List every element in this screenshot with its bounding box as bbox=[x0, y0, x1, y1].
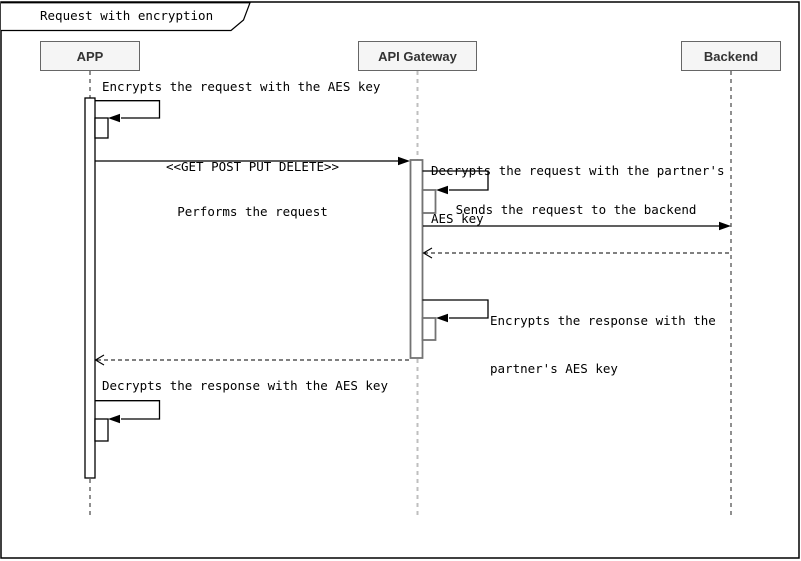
frame-title: Request with encryption bbox=[40, 8, 214, 23]
message-label-performs-request-line1: <<GET POST PUT DELETE>> bbox=[165, 159, 340, 174]
activation-bar-gateway-self-1 bbox=[421, 189, 437, 214]
self-message-line-decrypt-response bbox=[95, 400, 161, 420]
activation-bar-gateway-main bbox=[409, 159, 424, 359]
message-label-encrypt-response: Encrypts the response with the partner's… bbox=[490, 281, 716, 409]
frame-title-tab bbox=[1, 2, 251, 32]
open-arrowhead-backend-response bbox=[422, 247, 433, 259]
message-label-send-to-backend: Sends the request to the backend bbox=[455, 202, 697, 217]
participant-app: APP bbox=[40, 41, 140, 71]
message-label-encrypt-response-line2: partner's AES key bbox=[490, 361, 618, 376]
participant-api-gateway: API Gateway bbox=[358, 41, 477, 71]
arrowhead-performs-request bbox=[398, 156, 410, 166]
self-message-line-encrypt-response bbox=[422, 299, 489, 319]
message-label-decrypt-request-line2: AES key bbox=[431, 211, 484, 226]
message-label-performs-request-line2: Performs the request bbox=[177, 204, 328, 219]
message-label-performs-request: <<GET POST PUT DELETE>> Performs the req… bbox=[95, 129, 410, 249]
message-label-decrypt-response: Decrypts the response with the AES key bbox=[102, 378, 388, 393]
message-label-decrypt-request-line1: Decrypts the request with the partner's bbox=[431, 163, 725, 178]
message-label-encrypt-request: Encrypts the request with the AES key bbox=[102, 79, 381, 94]
arrowhead-decrypt-request bbox=[436, 185, 448, 195]
participant-backend: Backend bbox=[681, 41, 781, 71]
activation-bar-app-self-2 bbox=[94, 418, 109, 442]
activation-bar-app-self-1 bbox=[94, 117, 109, 139]
participant-api-gateway-label: API Gateway bbox=[378, 48, 457, 64]
participant-backend-label: Backend bbox=[703, 48, 759, 64]
arrowhead-encrypt-request bbox=[108, 113, 120, 123]
participant-app-label: APP bbox=[76, 48, 104, 64]
self-message-line-encrypt-request bbox=[95, 100, 161, 119]
arrowhead-send-to-backend bbox=[719, 221, 731, 231]
open-arrowhead-gateway-response bbox=[94, 354, 105, 366]
self-message-line-decrypt-request bbox=[422, 170, 489, 191]
arrowhead-encrypt-response bbox=[436, 313, 448, 323]
activation-bar-app-main bbox=[84, 97, 96, 479]
message-label-encrypt-response-line1: Encrypts the response with the bbox=[490, 313, 716, 328]
activation-bar-gateway-self-2 bbox=[421, 317, 437, 341]
arrowhead-decrypt-response bbox=[108, 414, 120, 424]
message-label-decrypt-request: Decrypts the request with the partner's … bbox=[431, 131, 725, 259]
